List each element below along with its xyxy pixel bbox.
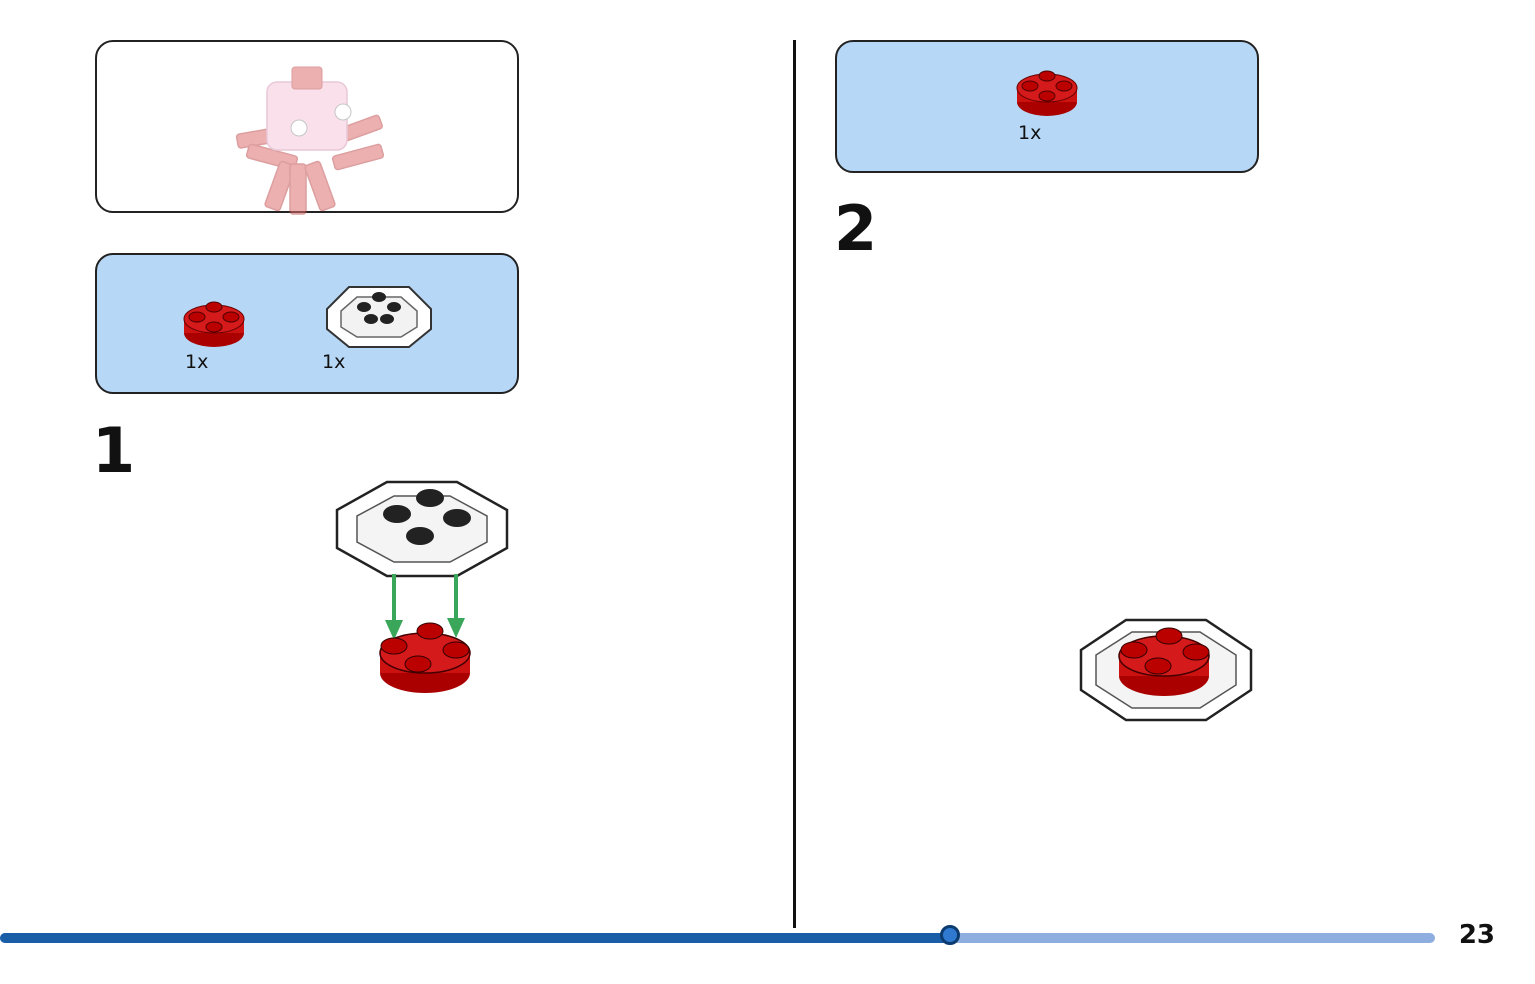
page-number: 23 bbox=[1458, 920, 1495, 950]
part-qty-label: 1x bbox=[322, 351, 346, 373]
step2-assembled-illustration bbox=[1079, 618, 1253, 722]
step-number: 2 bbox=[834, 192, 878, 265]
progress-knob[interactable] bbox=[940, 925, 960, 945]
progress-track bbox=[0, 925, 1435, 945]
octopus-preview-icon bbox=[235, 66, 385, 215]
parts-list-box-step2: 1x bbox=[835, 40, 1259, 173]
parts-list-box-step1: 1x 1x bbox=[95, 253, 519, 394]
part-qty-label: 1x bbox=[1018, 122, 1042, 144]
model-preview-box bbox=[95, 40, 519, 215]
part-qty-label: 1x bbox=[185, 351, 209, 373]
white-octagon-frame-icon bbox=[326, 286, 432, 348]
red-round-plate-icon bbox=[1016, 70, 1078, 116]
page-divider bbox=[793, 40, 796, 928]
step-number: 1 bbox=[92, 414, 136, 487]
progress-fill bbox=[0, 933, 950, 943]
step1-assembly-illustration bbox=[335, 480, 509, 693]
red-round-plate-icon bbox=[183, 301, 245, 347]
